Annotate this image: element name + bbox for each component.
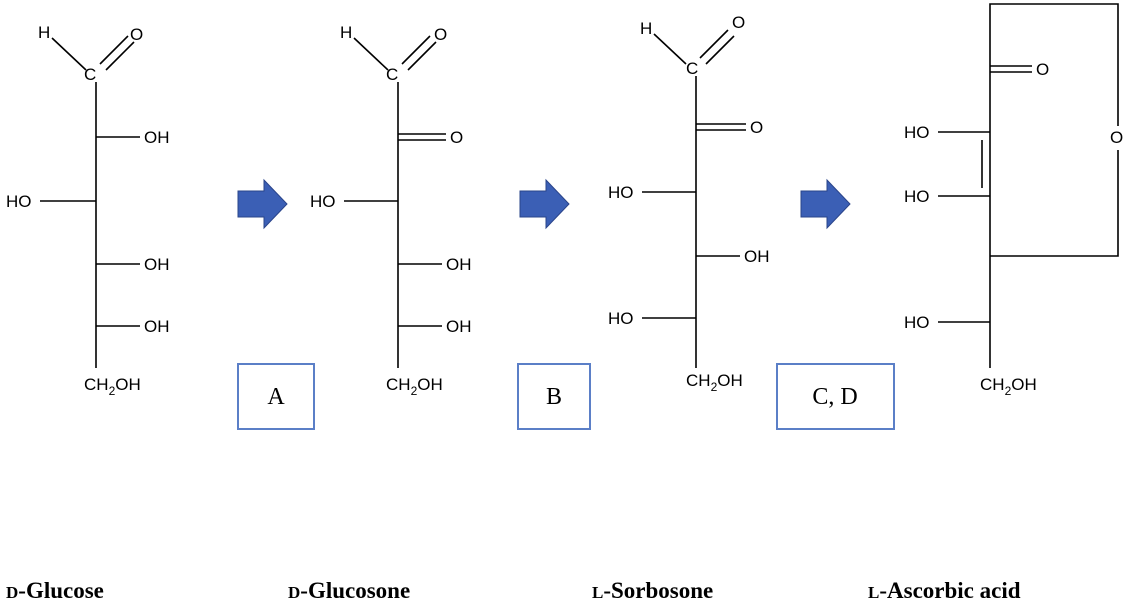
atom-o: O xyxy=(130,25,143,44)
group-oh-3: OH xyxy=(144,255,170,274)
atom-keto-o: O xyxy=(450,128,463,147)
group-ho-4: HO xyxy=(608,309,634,328)
step-box-cd xyxy=(776,363,895,430)
group-oh-4: OH xyxy=(446,317,472,336)
bond-co-1 xyxy=(401,35,431,65)
compound-name-glucosone: D-Glucosone xyxy=(288,578,410,603)
atom-c: C xyxy=(686,59,698,78)
group-ho-3: HO xyxy=(904,187,930,206)
group-ho-2: HO xyxy=(310,192,336,211)
group-ho-2: HO xyxy=(6,192,32,211)
bond-co-2 xyxy=(705,35,735,65)
group-ho-2: HO xyxy=(608,183,634,202)
group-oh-3: OH xyxy=(446,255,472,274)
atom-o: O xyxy=(732,13,745,32)
group-ch2oh: CH2OH xyxy=(980,375,1037,398)
bond-co-1 xyxy=(699,29,729,59)
group-oh-3: OH xyxy=(744,247,770,266)
ring-top xyxy=(989,3,1119,126)
compound-name-glucose: D-Glucose xyxy=(6,578,104,603)
atom-h: H xyxy=(38,23,50,42)
atom-o: O xyxy=(434,25,447,44)
group-ch2oh: CH2OH xyxy=(686,371,743,394)
reaction-arrow-2 xyxy=(519,178,570,230)
group-ch2oh: CH2OH xyxy=(84,375,141,398)
step-label-a: A xyxy=(267,384,285,410)
atom-lactone-o: O xyxy=(1036,60,1049,79)
bond-co-2 xyxy=(105,41,135,71)
reaction-arrow-3 xyxy=(800,178,851,230)
step-label-b: B xyxy=(546,384,562,410)
bond-co-1 xyxy=(99,35,129,65)
group-ho-2: HO xyxy=(904,123,930,142)
step-box-b xyxy=(517,363,591,430)
atom-c: C xyxy=(386,65,398,84)
structure-glucosone: H O C O HO OH OH CH2OH xyxy=(310,23,472,398)
group-oh-1: OH xyxy=(144,128,170,147)
structure-glucose: H O C OH HO OH OH CH2OH xyxy=(6,23,170,398)
group-oh-4: OH xyxy=(144,317,170,336)
reaction-arrow-1 xyxy=(237,178,288,230)
group-ch2oh: CH2OH xyxy=(386,375,443,398)
atom-c: C xyxy=(84,65,96,84)
bond-co-2 xyxy=(407,41,437,71)
step-box-a xyxy=(237,363,315,430)
bond-ch xyxy=(653,33,687,65)
structure-ascorbic-acid: O O HO HO HO CH2OH xyxy=(904,3,1123,398)
atom-ring-o: O xyxy=(1110,128,1123,147)
ring-bottom xyxy=(990,150,1119,257)
bond-ch xyxy=(51,37,87,71)
bond-ch xyxy=(353,37,389,71)
atom-keto-o: O xyxy=(750,118,763,137)
atom-h: H xyxy=(640,19,652,38)
compound-name-sorbosone: L-Sorbosone xyxy=(592,578,713,603)
compound-name-ascorbic-acid: L-Ascorbic acid xyxy=(868,578,1021,603)
step-label-cd: C, D xyxy=(812,384,857,410)
group-ho-5: HO xyxy=(904,313,930,332)
structure-sorbosone: H O C O HO OH HO CH2OH xyxy=(608,13,770,394)
atom-h: H xyxy=(340,23,352,42)
